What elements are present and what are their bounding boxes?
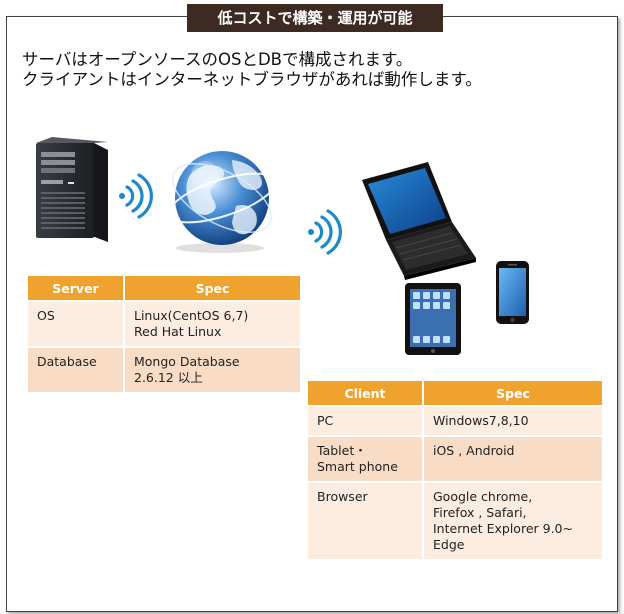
laptop-icon (362, 162, 476, 280)
table-header-row: Server Spec (28, 276, 300, 301)
intro-line-client: クライアントはインターネットブラウザがあれば動作します。 (22, 70, 482, 89)
row-name: Database (28, 346, 125, 392)
row-name: PC (308, 405, 424, 436)
smartphone-icon (496, 261, 529, 324)
column-header: Spec (124, 276, 300, 301)
table-row: Tablet・ Smart phone iOS , Android (308, 435, 602, 482)
column-header: Spec (423, 381, 602, 406)
page-title: 低コストで構築・運用が可能 (187, 4, 443, 32)
column-header: Server (28, 276, 125, 301)
row-spec: iOS , Android (423, 435, 602, 482)
row-spec: Windows7,8,10 (423, 405, 602, 436)
wifi-signal-icon (308, 209, 342, 255)
row-name: OS (28, 300, 125, 347)
intro-line-server: サーバはオープンソースのOSとDBで構成されます。 (22, 50, 413, 69)
table-row: PC Windows7,8,10 (308, 405, 602, 436)
row-name: Tablet・ Smart phone (308, 435, 424, 482)
globe-icon (167, 151, 277, 253)
intro-text: サーバはオープンソースのOSとDBで構成されます。 クライアントはインターネット… (22, 50, 482, 90)
server-tower-icon (36, 137, 108, 242)
client-spec-table: Client Spec PC Windows7,8,10 Tablet・ Sma… (308, 381, 602, 559)
row-spec: Mongo Database 2.6.12 以上 (124, 346, 300, 392)
tablet-icon (405, 283, 461, 355)
row-spec: Linux(CentOS 6,7) Red Hat Linux (124, 300, 300, 347)
table-row: OS Linux(CentOS 6,7) Red Hat Linux (28, 300, 300, 347)
row-spec: Google chrome, Firefox , Safari, Interne… (423, 481, 602, 559)
table-row: Browser Google chrome, Firefox , Safari,… (308, 481, 602, 559)
table-header-row: Client Spec (308, 381, 602, 406)
column-header: Client (308, 381, 424, 406)
server-spec-table: Server Spec OS Linux(CentOS 6,7) Red Hat… (28, 276, 300, 392)
table-row: Database Mongo Database 2.6.12 以上 (28, 346, 300, 392)
wifi-signal-icon (119, 173, 153, 219)
row-name: Browser (308, 481, 424, 559)
